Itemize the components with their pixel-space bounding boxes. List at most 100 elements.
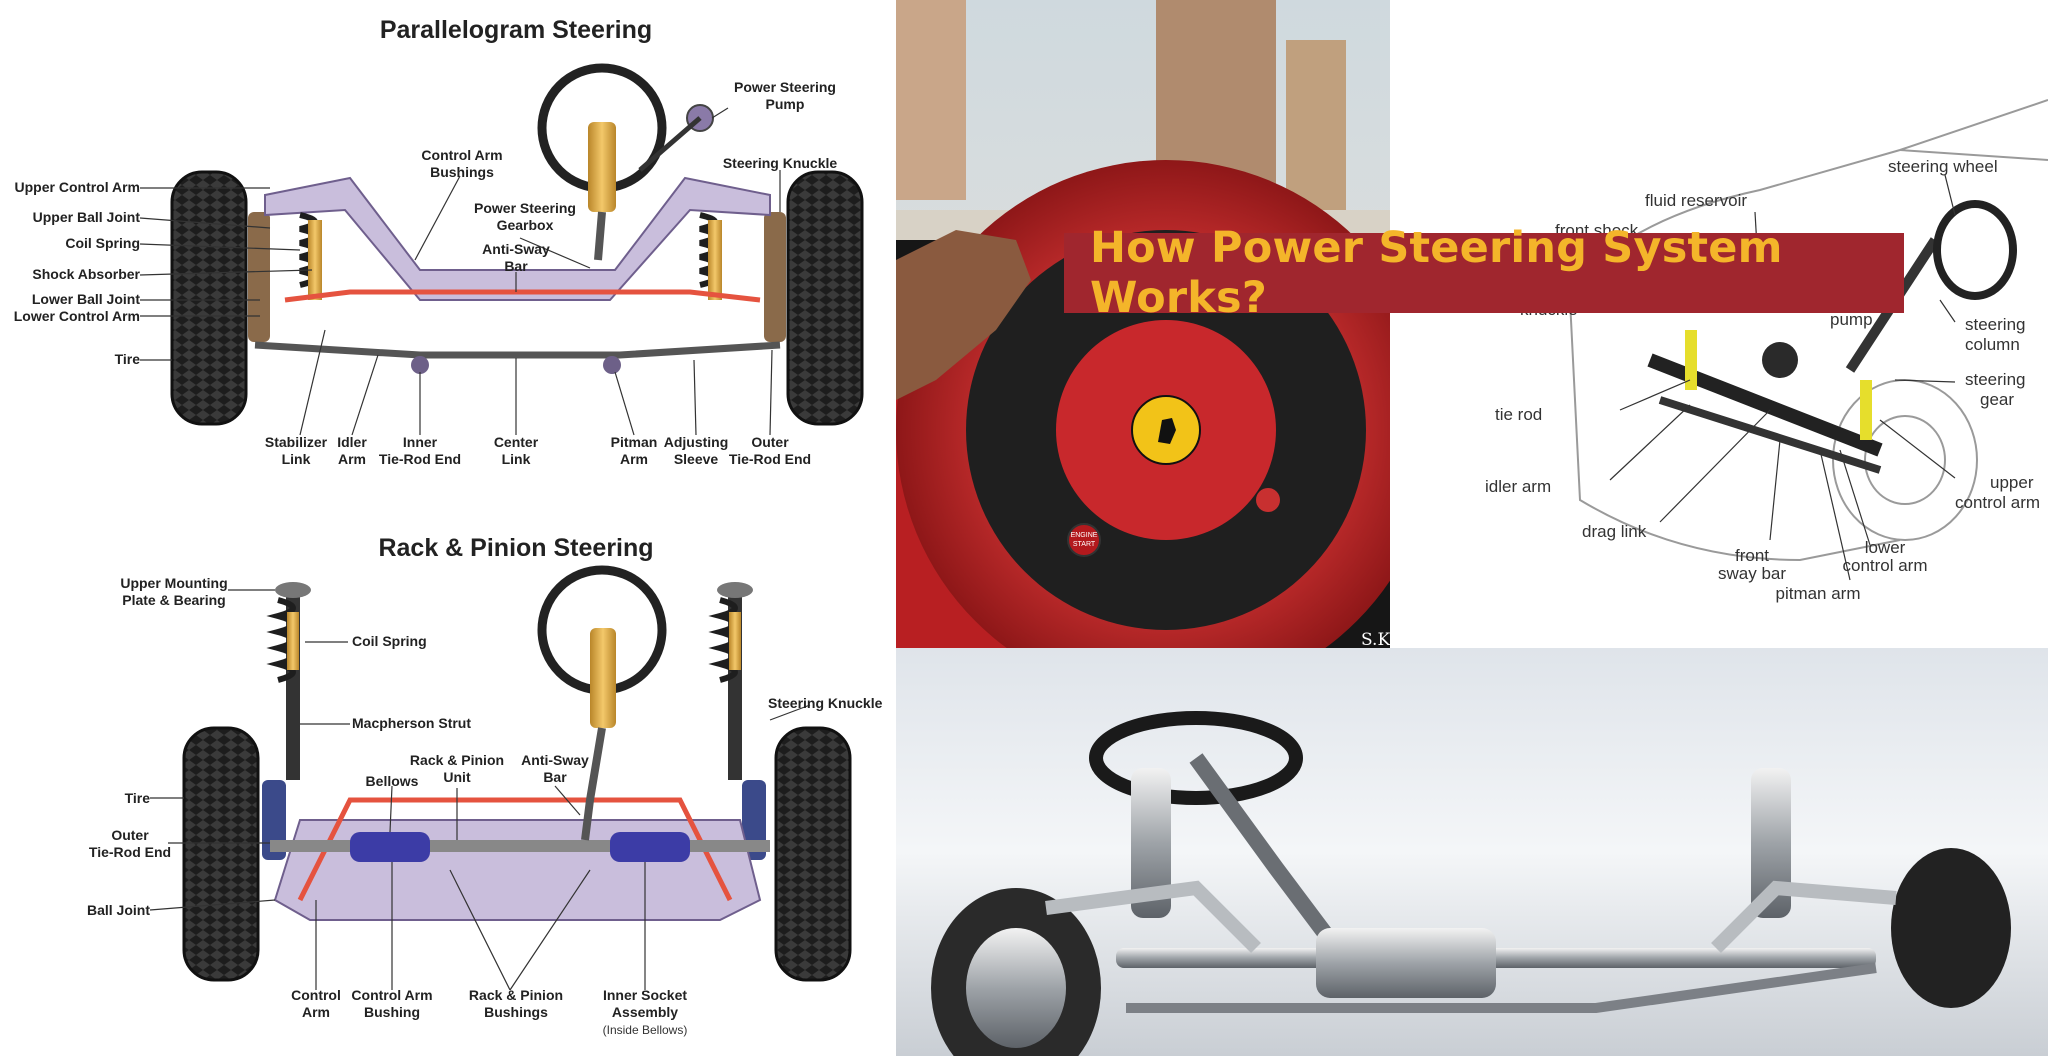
label-ps-gearbox-1: Power Steering bbox=[474, 200, 576, 216]
render-right-strut bbox=[1751, 768, 1791, 918]
right-tire bbox=[786, 170, 864, 426]
right-knuckle bbox=[764, 212, 786, 342]
label-lower-ball-joint: Lower Ball Joint bbox=[32, 291, 140, 307]
rp-bellows bbox=[350, 832, 690, 862]
render-left-arm bbox=[1045, 880, 1261, 953]
rp-steering-column bbox=[590, 628, 616, 728]
label-steering-gear-1: steering bbox=[1965, 370, 2025, 389]
label-control-arm-bushings-2: Bushings bbox=[430, 164, 494, 180]
engine-start-label-2: START bbox=[1073, 541, 1096, 548]
center-link bbox=[254, 341, 781, 359]
rack bbox=[270, 840, 770, 852]
label-ps-gearbox-2: Gearbox bbox=[497, 217, 554, 233]
sway-bar-part bbox=[1658, 396, 1882, 474]
label-inner-tie-rod-2: Tie-Rod End bbox=[379, 451, 461, 467]
label-lower-control-arm-1: lower bbox=[1865, 538, 1906, 557]
label-inner-socket-3: (Inside Bellows) bbox=[603, 1023, 688, 1037]
label-lower-control-arm-2: control arm bbox=[1842, 556, 1927, 575]
left-knuckle bbox=[248, 212, 270, 342]
label-coil-spring: Coil Spring bbox=[65, 235, 140, 251]
chassis-render bbox=[896, 648, 2048, 1056]
label-rp-bushings-2: Bushings bbox=[484, 1004, 548, 1020]
rack-pinion-title: Rack & Pinion Steering bbox=[378, 534, 653, 562]
rp-left-mount bbox=[275, 582, 311, 598]
chassis-render-svg bbox=[896, 648, 2048, 1056]
label-rp-coil-spring: Coil Spring bbox=[352, 633, 427, 649]
prancing-horse-icon bbox=[1158, 418, 1176, 444]
label-lower-control-arm: Lower Control Arm bbox=[14, 308, 140, 324]
label-inner-socket-1: Inner Socket bbox=[603, 987, 687, 1003]
steering-diagrams-panel: Parallelogram Steering bbox=[0, 0, 896, 1056]
render-right-disc bbox=[1891, 848, 2011, 1008]
rp-pinion-shaft bbox=[581, 727, 606, 841]
label-upper-ball-joint: Upper Ball Joint bbox=[33, 209, 141, 225]
left-shock-yellow bbox=[1685, 330, 1697, 390]
render-subframe bbox=[1126, 963, 1877, 1013]
right-shock bbox=[708, 220, 722, 300]
label-bellows: Bellows bbox=[366, 773, 419, 789]
label-inner-socket-2: Assembly bbox=[612, 1004, 678, 1020]
label-upper-mounting-1: Upper Mounting bbox=[120, 575, 227, 591]
rack-pinion-leaders bbox=[149, 589, 811, 991]
label-control-arm-2: Arm bbox=[302, 1004, 330, 1020]
label-stabilizer-1: Stabilizer bbox=[265, 434, 328, 450]
label-rp-bushings-1: Rack & Pinion bbox=[469, 987, 563, 1003]
label-upper-control-arm-2: control arm bbox=[1955, 493, 2040, 512]
rp-frame bbox=[273, 819, 762, 921]
title-banner: How Power Steering System Works? bbox=[1064, 223, 1904, 323]
car-leaders bbox=[1609, 174, 1956, 581]
label-control-arm-bushings-1: Control Arm bbox=[421, 147, 502, 163]
label-rp-unit-2: Unit bbox=[443, 769, 471, 785]
label-inner-tie-rod-1: Inner bbox=[403, 434, 438, 450]
label-steering-gear-2: gear bbox=[1980, 390, 2014, 409]
label-rp-anti-sway-2: Bar bbox=[543, 769, 567, 785]
render-steering-wheel bbox=[1089, 711, 1303, 805]
banner-title: How Power Steering System Works? bbox=[1090, 223, 1783, 323]
label-control-arm-1: Control bbox=[291, 987, 341, 1003]
engine-start-button bbox=[1067, 523, 1101, 557]
label-adjusting-2: Sleeve bbox=[674, 451, 719, 467]
label-steering-knuckle: Steering Knuckle bbox=[723, 155, 838, 171]
label-rp-steering-knuckle: Steering Knuckle bbox=[768, 695, 883, 711]
driver-hand bbox=[896, 230, 1031, 400]
car-line-diagram-svg: steering wheel fluid reservoir front sho… bbox=[1485, 99, 2048, 603]
anti-sway-bar bbox=[284, 289, 761, 303]
label-outer-tie-rod-1: Outer bbox=[751, 434, 789, 450]
label-ps-pump-1: Power Steering bbox=[734, 79, 836, 95]
label-rp-unit-1: Rack & Pinion bbox=[410, 752, 504, 768]
label-rp-outer-tie-rod-1: Outer bbox=[111, 827, 149, 843]
frame bbox=[264, 176, 771, 301]
label-rp-outer-tie-rod-2: Tie-Rod End bbox=[89, 844, 171, 860]
label-front-sway-bar-2: sway bar bbox=[1718, 564, 1786, 583]
label-tie-rod: tie rod bbox=[1495, 405, 1542, 424]
label-upper-control-arm: Upper Control Arm bbox=[15, 179, 140, 195]
car-line-diagram: steering wheel fluid reservoir front sho… bbox=[1390, 0, 2048, 648]
label-tire: Tire bbox=[115, 351, 141, 367]
label-anti-sway-2: Bar bbox=[504, 258, 528, 274]
rp-right-tire bbox=[774, 726, 852, 982]
parallelogram-title: Parallelogram Steering bbox=[380, 16, 652, 44]
label-steering-wheel: steering wheel bbox=[1888, 157, 1998, 176]
label-pitman-1: Pitman bbox=[611, 434, 658, 450]
label-rp-anti-sway-1: Anti-Sway bbox=[521, 752, 589, 768]
car-steering-wheel bbox=[1933, 200, 2017, 300]
parallelogram-leaders bbox=[139, 107, 781, 436]
render-gear-housing bbox=[1316, 928, 1496, 998]
label-macpherson: Macpherson Strut bbox=[352, 715, 471, 731]
engine-start-label-1: ENGINE bbox=[1071, 532, 1098, 539]
rp-right-shock bbox=[729, 612, 741, 670]
left-tire bbox=[170, 170, 248, 426]
right-shock-yellow bbox=[1860, 380, 1872, 440]
label-pitman-2: Arm bbox=[620, 451, 648, 467]
label-outer-tie-rod-2: Tie-Rod End bbox=[729, 451, 811, 467]
building-right bbox=[1286, 40, 1346, 220]
label-ca-bushing-1: Control Arm bbox=[351, 987, 432, 1003]
building-left bbox=[896, 0, 966, 200]
parallelogram-gearbox-shaft bbox=[594, 211, 606, 261]
label-center-link-2: Link bbox=[502, 451, 531, 467]
label-shock-absorber: Shock Absorber bbox=[32, 266, 140, 282]
label-rp-tire: Tire bbox=[125, 790, 151, 806]
label-idler-2: Arm bbox=[338, 451, 366, 467]
label-anti-sway-1: Anti-Sway bbox=[482, 241, 550, 257]
label-upper-control-arm-1: upper bbox=[1990, 473, 2034, 492]
